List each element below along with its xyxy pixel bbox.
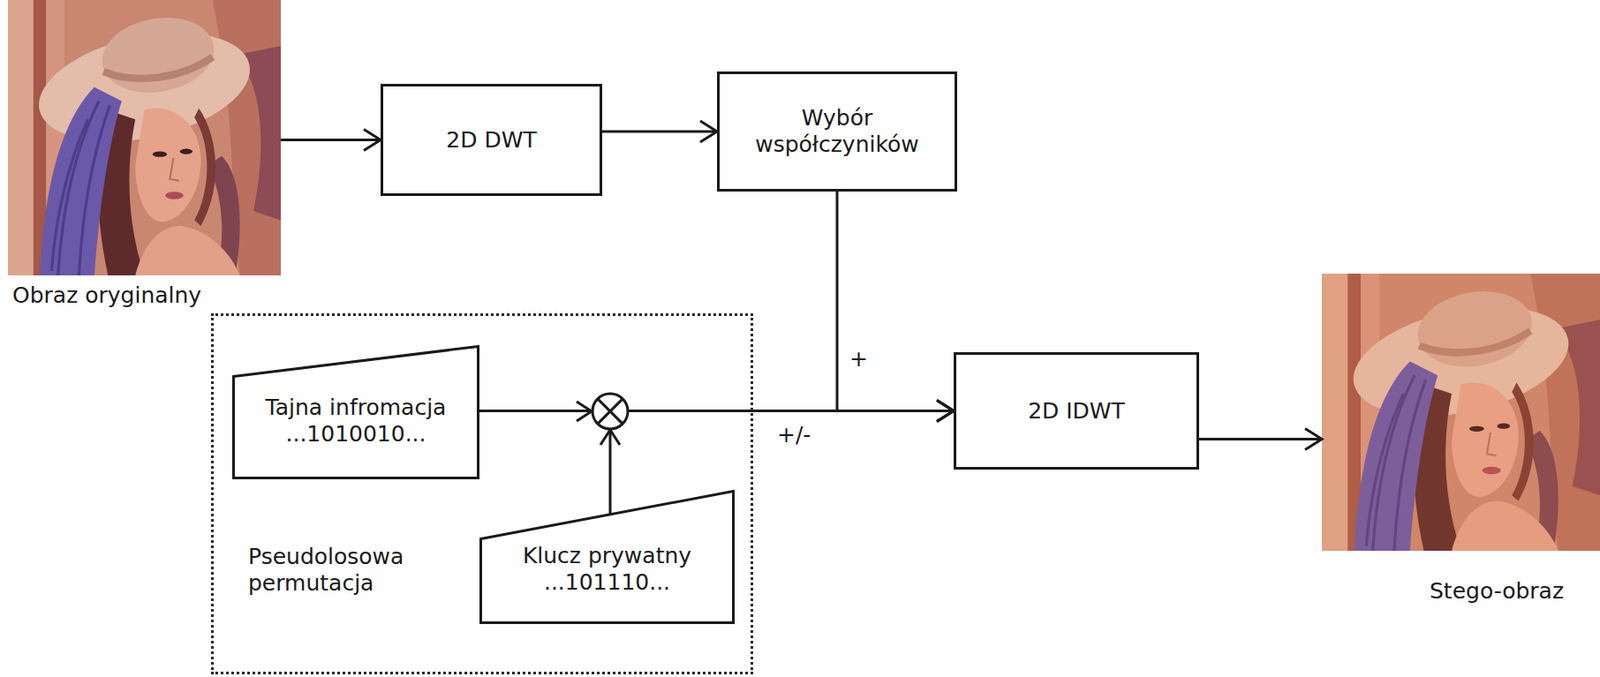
stego-tint: [1321, 273, 1600, 551]
source-photo: [7, 0, 281, 276]
xor-cross: [597, 399, 623, 424]
bit-sequence: ...1010010...: [285, 421, 426, 448]
arrow-connector: [837, 191, 954, 412]
node-label: Wybór współczyników: [739, 105, 935, 159]
arrow-head: [600, 430, 620, 446]
arrow-connector: [610, 411, 954, 515]
node-label: Klucz prywatny: [522, 543, 692, 570]
source-image: Obraz oryginalny: [7, 0, 281, 310]
stego-image: Stego-obraz: [1321, 273, 1600, 605]
node-label: Obraz oryginalny: [10, 282, 204, 310]
arrow-head: [576, 401, 592, 422]
xor-circle: [592, 393, 628, 430]
arrow-connector: [602, 130, 717, 134]
node-label: Stego-obraz: [1427, 578, 1566, 605]
bit-sequence: ...101110...: [543, 569, 671, 597]
node-label: Pseudolosowa permutacja: [248, 543, 443, 597]
node-label: Tajna infromacja: [265, 394, 447, 422]
stego-photo: [1321, 273, 1600, 551]
process-box: 2D IDWT: [953, 352, 1200, 470]
edge-sign: +: [847, 346, 870, 373]
process-box: 2D DWT: [380, 83, 603, 197]
group-frame: Tajna infromacja...1010010...Klucz prywa…: [211, 313, 754, 675]
process-box: Wybór współczyników: [716, 71, 958, 192]
input-trapezoid: Klucz prywatny...101110...: [479, 490, 735, 625]
sign-label: +/-: [775, 422, 813, 449]
node-label: 2D IDWT: [1027, 398, 1125, 425]
node-label: 2D DWT: [445, 127, 536, 154]
arrow-connector: [1199, 437, 1322, 441]
input-trapezoid: Tajna infromacja...1010010...: [232, 345, 480, 480]
arrow-connector: [280, 138, 381, 142]
